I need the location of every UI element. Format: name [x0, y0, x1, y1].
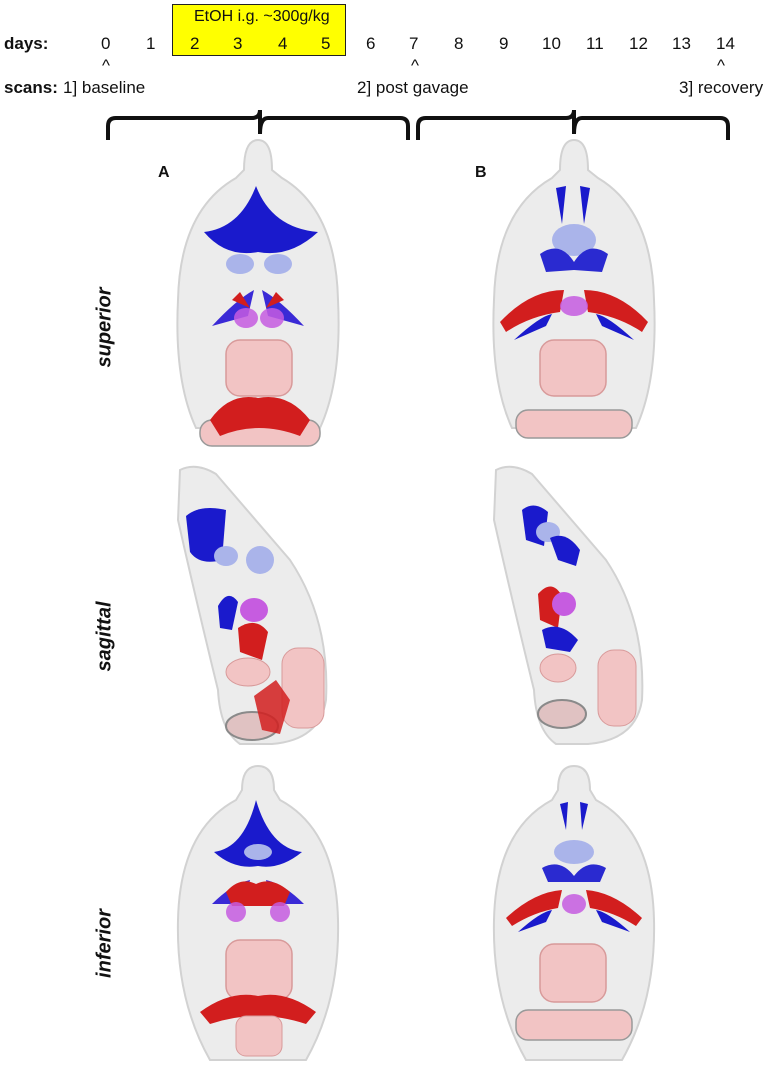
brain-b-inferior — [492, 764, 656, 1061]
treatment-highlight-box — [172, 4, 346, 56]
day-2: 2 — [190, 34, 200, 53]
scan-recovery: 3] recovery — [679, 78, 764, 97]
caret-day-7: ^ — [411, 56, 419, 75]
day-9: 9 — [499, 34, 509, 53]
day-7: 7 — [409, 34, 419, 53]
panel-letter-a: A — [158, 164, 170, 181]
day-5: 5 — [321, 34, 331, 53]
day-8: 8 — [454, 34, 464, 53]
day-12: 12 — [629, 34, 648, 53]
treatment-label: EtOH i.g. ~300g/kg — [194, 8, 330, 25]
day-3: 3 — [233, 34, 243, 53]
brain-a-inferior — [176, 764, 340, 1061]
caret-day-14: ^ — [717, 56, 725, 75]
scan-baseline: 1] baseline — [63, 78, 146, 97]
scans-label: scans: — [4, 78, 58, 97]
day-10: 10 — [542, 34, 561, 53]
brace-left — [106, 109, 410, 140]
day-1: 1 — [146, 34, 156, 53]
day-13: 13 — [672, 34, 691, 53]
brain-a-superior — [176, 138, 340, 447]
day-11: 11 — [586, 34, 604, 53]
brace-right — [416, 109, 730, 140]
day-6: 6 — [366, 34, 376, 53]
day-14: 14 — [716, 34, 735, 53]
panel-letter-b: B — [475, 164, 487, 181]
caret-day-0: ^ — [102, 56, 110, 75]
scan-post-gavage: 2] post gavage — [357, 78, 469, 97]
brain-a-sagittal — [176, 465, 328, 745]
brain-b-sagittal — [492, 465, 644, 745]
days-label: days: — [4, 34, 49, 53]
day-0: 0 — [101, 34, 111, 53]
brain-b-superior — [492, 138, 656, 439]
day-4: 4 — [278, 34, 288, 53]
